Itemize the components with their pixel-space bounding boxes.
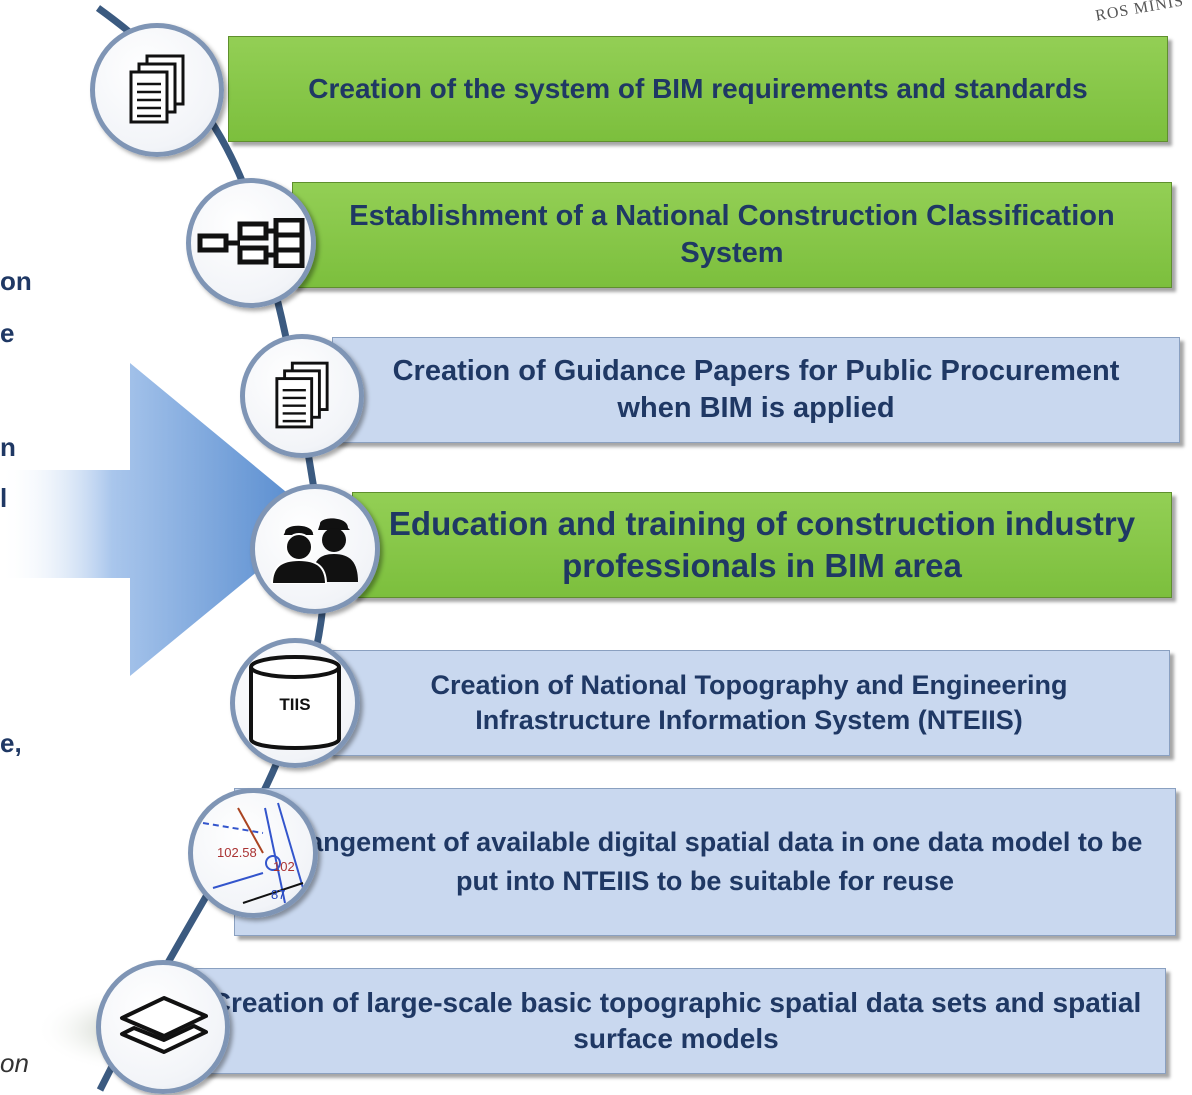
step-box-5: Creation of National Topography and Engi… [328, 650, 1170, 756]
step-icon-circle-2 [186, 178, 316, 308]
left-fragment-6: on [0, 1048, 29, 1078]
workers-icon [270, 518, 358, 584]
left-fragment-5: e, [0, 728, 22, 758]
database-label: TIIS [279, 695, 311, 714]
step-box-7: Creation of large-scale basic topographi… [186, 968, 1166, 1074]
left-fragment-1: on [0, 266, 32, 296]
step-icon-circle-5: TIIS [230, 638, 360, 768]
step-box-4: Education and training of construction i… [352, 492, 1172, 598]
step-icon-circle-1 [90, 23, 224, 157]
left-fragment-3: n [0, 432, 16, 462]
step-label-3: Creation of Guidance Papers for Public P… [392, 354, 1120, 424]
step-label-5: Creation of National Topography and Engi… [430, 670, 1068, 735]
map-label-2: 102 [273, 859, 295, 874]
step-label-1: Creation of the system of BIM requiremen… [308, 73, 1088, 105]
map-label-3: 87 [271, 887, 286, 902]
documents-icon [129, 54, 185, 124]
direction-arrow [0, 363, 320, 676]
step-label-4: Education and training of construction i… [388, 504, 1136, 584]
documents-icon [275, 361, 329, 429]
survey-map-icon [202, 802, 304, 904]
step-icon-circle-7 [96, 960, 230, 1094]
step-label-7: Creation of large-scale basic topographi… [210, 987, 1142, 1054]
classification-tree-icon [197, 218, 305, 268]
step-icon-circle-3 [240, 334, 364, 458]
step-box-6: Arrangement of available digital spatial… [234, 788, 1176, 936]
database-icon: TIIS [247, 653, 343, 753]
left-fragment-2: e [0, 318, 15, 348]
step-box-2: Establishment of a National Construction… [292, 182, 1172, 288]
map-label-1: 102.58 [217, 845, 257, 860]
layers-icon [120, 996, 208, 1054]
step-icon-circle-4 [250, 484, 380, 614]
step-label-6: Arrangement of available digital spatial… [267, 826, 1143, 896]
step-box-1: Creation of the system of BIM requiremen… [228, 36, 1168, 142]
step-icon-circle-6: 102.58 102 87 [188, 788, 318, 918]
step-box-3: Creation of Guidance Papers for Public P… [332, 337, 1180, 443]
left-fragment-4: l [0, 483, 8, 513]
step-label-2: Establishment of a National Construction… [349, 199, 1115, 269]
